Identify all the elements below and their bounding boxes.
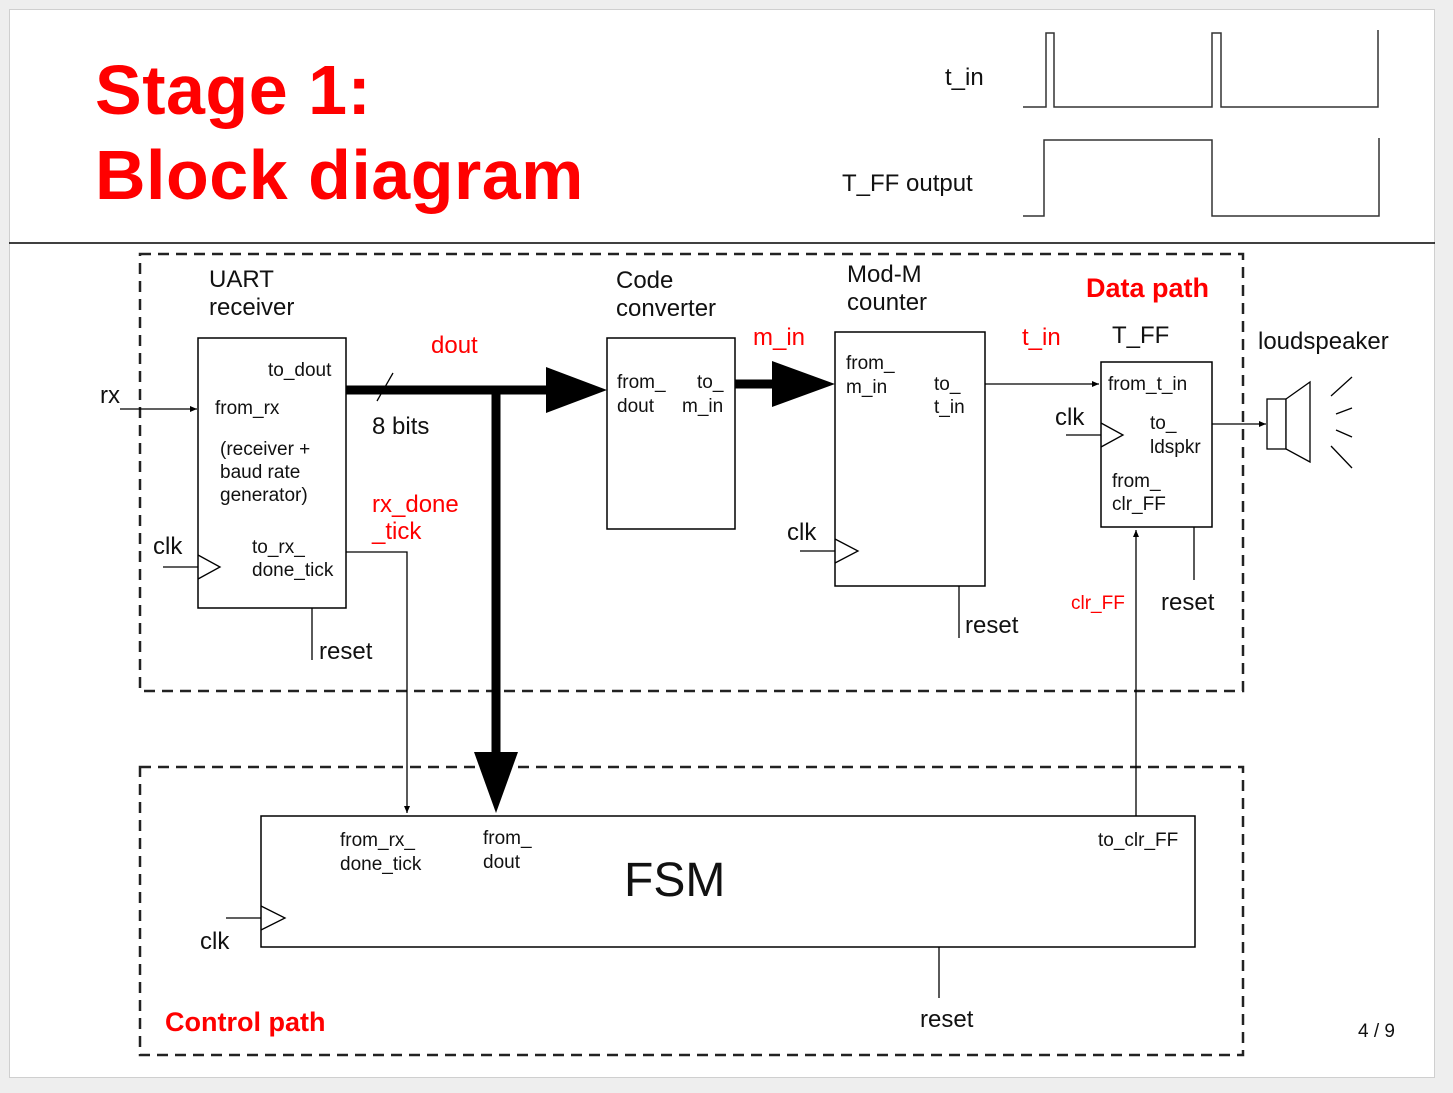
code-converter-to-line2: m_in [682,396,724,417]
code-converter-block [606,337,736,530]
tff-reset-label: reset [1161,589,1215,616]
code-converter-name-line2: converter [616,295,717,322]
uart-port-to-dout: to_dout [268,360,332,381]
tff-port-clr-line1: from_ [1112,471,1161,492]
uart-clock-triangle [197,554,222,580]
uart-desc-line2: baud rate [220,462,301,483]
uart-port-from-rx: from_rx [215,398,280,419]
tff-name: T_FF [1112,322,1170,349]
modm-name-line1: Mod-M [847,261,922,288]
modm-to-line2: t_in [934,397,965,418]
fsm-reset-label: reset [920,1006,974,1033]
fsm-block [260,815,1196,948]
control-path-region [138,765,1245,1057]
waveform-t-in [1023,30,1379,108]
loudspeaker-label: loudspeaker [1258,328,1389,355]
slide-title-line1: Stage 1: [95,51,372,129]
tff-port-clr-line2: clr_FF [1112,494,1166,515]
fsm-port-from-rx-line2: done_tick [340,854,422,875]
bus-width-label: 8 bits [372,413,430,440]
rx-done-tick-wire [346,551,410,813]
t-in-signal-label: t_in [1022,324,1061,351]
uart-port-to-rx-line1: to_rx_ [252,537,305,558]
fsm-port-to-clr: to_clr_FF [1098,830,1179,851]
uart-clk-label: clk [153,533,183,560]
tff-port-to-line1: to_ [1150,413,1177,434]
page-number: 4 / 9 [1358,1021,1395,1042]
modm-clk-label: clk [787,519,817,546]
dout-bus-arrowhead [546,367,607,413]
modm-clock-triangle [834,538,860,564]
fsm-name: FSM [624,854,726,907]
uart-reset-label: reset [319,638,373,665]
code-converter-name-line1: Code [616,267,674,294]
rx-done-signal-line2: _tick [372,518,422,545]
fsm-port-from-dout-line2: dout [483,852,520,873]
waveform-tff-output-label: T_FF output [842,170,973,197]
code-converter-to-line1: to_ [697,372,724,393]
dout-to-fsm-arrowhead [474,752,518,813]
control-path-label: Control path [165,1007,326,1037]
m-in-signal-label: m_in [753,324,806,351]
modm-from-line2: m_in [846,377,888,398]
fsm-clock-triangle [260,905,287,931]
mod-m-counter-block [834,331,986,587]
tff-clock-triangle [1100,422,1125,448]
dout-signal-label: dout [431,332,478,359]
slide-title-line2: Block diagram [95,136,584,214]
uart-name-line1: UART [209,266,274,293]
uart-desc-line3: generator) [220,485,308,506]
tff-clk-label: clk [1055,404,1085,431]
data-path-region [138,252,1245,693]
uart-desc-line1: (receiver + [220,439,311,460]
modm-to-line1: to_ [934,374,961,395]
uart-receiver-block [197,337,347,609]
modm-reset-label: reset [965,612,1019,639]
fsm-port-from-rx-line1: from_rx_ [340,830,415,851]
clr-ff-signal-label: clr_FF [1071,593,1125,614]
fsm-clk-label: clk [200,928,230,955]
modm-from-line1: from_ [846,353,895,374]
bus-width-slash [376,372,394,402]
modm-name-line2: counter [847,289,928,316]
waveform-tff-output [1023,138,1380,217]
m-in-bus-arrowhead [772,361,835,407]
code-converter-from-line2: dout [617,396,654,417]
waveform-t-in-label: t_in [945,64,984,91]
uart-name-line2: receiver [209,294,295,321]
rx-label: rx [100,382,120,409]
data-path-label: Data path [1086,273,1210,303]
loudspeaker-icon [1266,376,1353,469]
t-ff-block [1100,361,1213,528]
code-converter-from-line1: from_ [617,372,666,393]
tff-port-to-line2: ldspkr [1150,437,1201,458]
fsm-port-from-dout-line1: from_ [483,828,532,849]
rx-done-signal-line1: rx_done [372,491,459,518]
uart-port-to-rx-line2: done_tick [252,560,334,581]
tff-port-from-t-in: from_t_in [1108,374,1188,395]
